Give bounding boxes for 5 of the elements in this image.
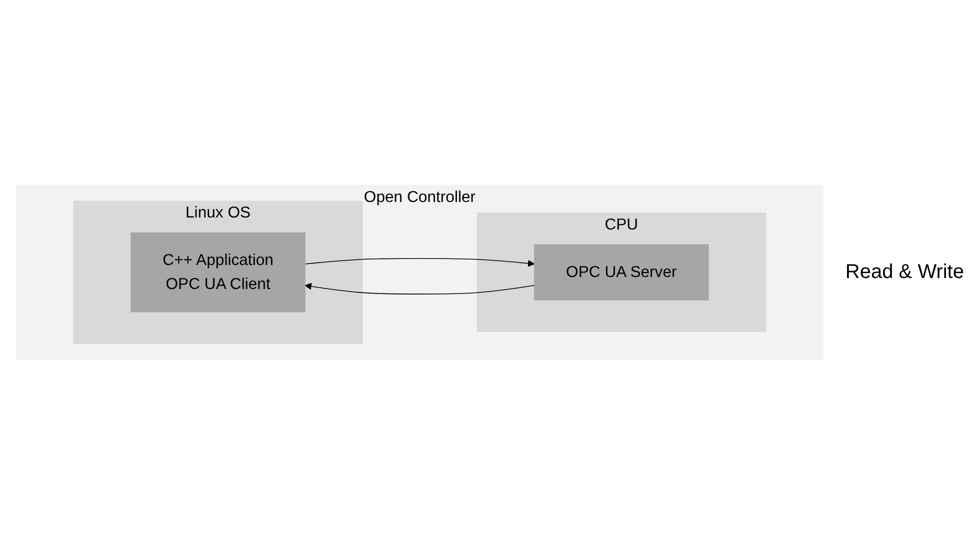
node-box: OPC UA Server xyxy=(534,244,709,301)
node-box: C++ Application OPC UA Client xyxy=(130,232,306,312)
arrow xyxy=(304,283,535,295)
arrow xyxy=(304,258,535,268)
connector-label: Read & Write xyxy=(845,261,964,284)
